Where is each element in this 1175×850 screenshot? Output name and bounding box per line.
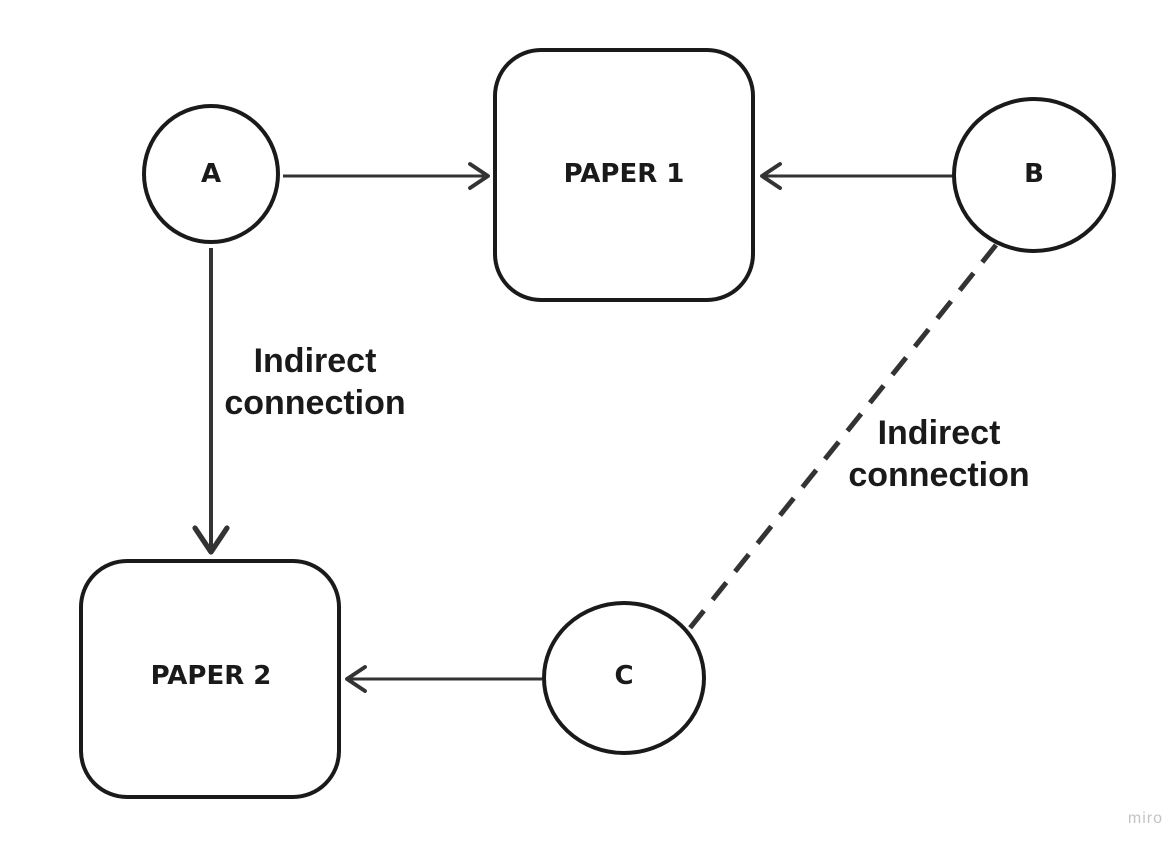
node-a-label: A <box>201 159 221 189</box>
node-b-circle <box>952 97 1116 253</box>
miro-watermark: miro <box>1127 810 1163 827</box>
edge-label-b-to-c: Indirect connection <box>848 414 1029 494</box>
edge-label-a-to-paper2: Indirect connection <box>224 342 405 422</box>
node-paper1[interactable]: PAPER 1 <box>493 48 755 302</box>
edge-label-a-to-paper2-line2: connection <box>224 384 405 422</box>
node-paper2-label: PAPER 2 <box>151 661 272 691</box>
node-c[interactable]: C <box>542 601 706 755</box>
node-a[interactable]: A <box>142 104 280 244</box>
edge-label-b-to-c-line2: connection <box>848 456 1029 494</box>
node-paper2[interactable]: PAPER 2 <box>79 559 341 799</box>
edge-b-to-c-dashed[interactable] <box>688 243 998 630</box>
node-c-label: C <box>614 661 633 691</box>
node-b-label: B <box>1024 159 1044 189</box>
node-a-circle <box>142 104 280 244</box>
node-b[interactable]: B <box>952 97 1116 253</box>
edge-label-b-to-c-line1: Indirect <box>878 414 1001 452</box>
node-paper2-box <box>79 559 341 799</box>
node-paper1-box <box>493 48 755 302</box>
node-paper1-label: PAPER 1 <box>564 159 685 189</box>
node-c-circle <box>542 601 706 755</box>
edge-label-a-to-paper2-line1: Indirect <box>254 342 377 380</box>
